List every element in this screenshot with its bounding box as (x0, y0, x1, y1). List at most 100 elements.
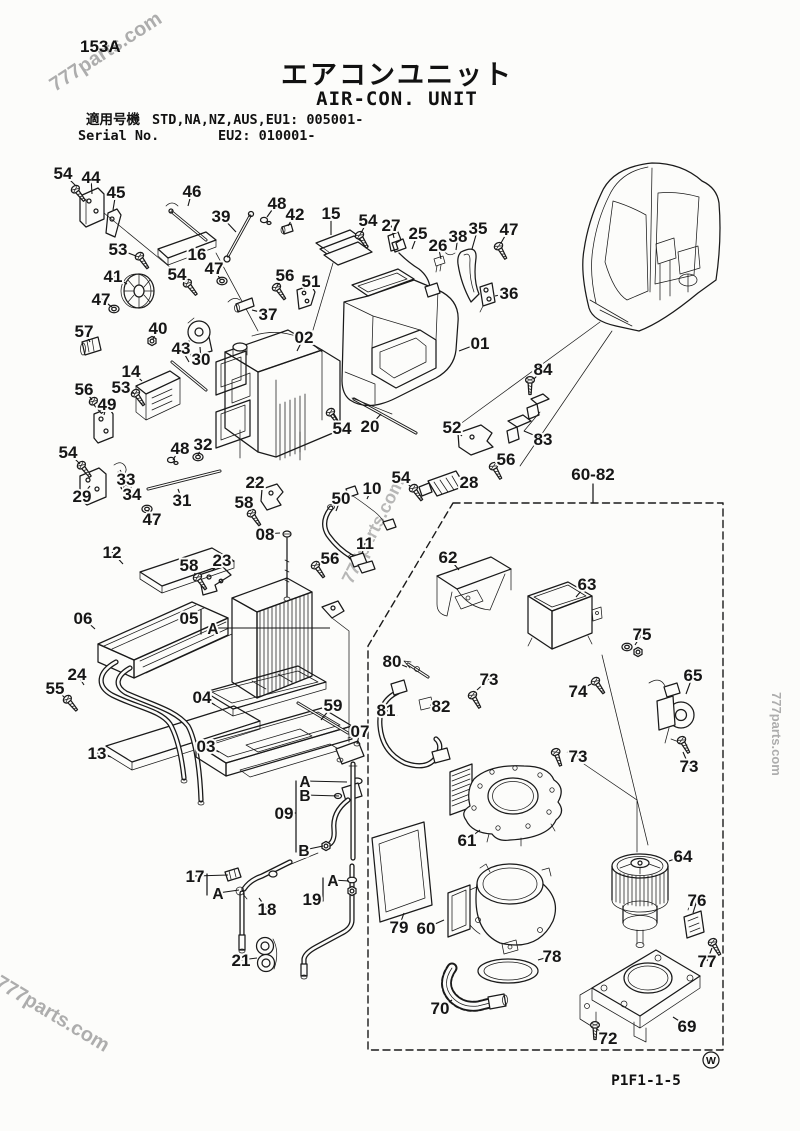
part-07-expansion-valve (335, 735, 365, 765)
part-label-12: 12 (103, 543, 122, 562)
part-label-63: 63 (578, 575, 597, 594)
part-49-plate (93, 407, 114, 444)
leader-line-80 (391, 660, 408, 668)
part-label-02: 02 (295, 328, 314, 347)
part-37-shaft (227, 297, 255, 313)
part-label-65: 65 (684, 666, 703, 685)
leader-line-54 (67, 451, 81, 465)
part-80-pin (403, 660, 430, 679)
part-70-drain-hose (441, 962, 508, 1012)
applicability-label-jp: 適用号機 (86, 111, 140, 128)
part-label-38: 38 (449, 227, 468, 246)
part-62-bracket (436, 556, 512, 617)
applicability-label-en: Serial No. (78, 128, 159, 144)
part-label-56: 56 (75, 380, 94, 399)
leader-line-48 (266, 202, 278, 218)
part-label-35: 35 (469, 219, 488, 238)
part-01-main-case (341, 268, 459, 415)
leader-line-70 (439, 999, 453, 1009)
part-label-39: 39 (212, 207, 231, 226)
leader-line-06 (82, 617, 96, 630)
leader-line-38 (455, 235, 459, 251)
part-06-heater-core (97, 601, 233, 806)
leader-line-47 (147, 510, 153, 520)
part-label-73: 73 (569, 747, 588, 766)
part-label-55: 55 (46, 679, 65, 698)
part-label-16: 16 (188, 245, 207, 264)
part-label-51: 51 (302, 272, 321, 291)
leader-line-82 (429, 704, 442, 707)
leader-line-41 (112, 275, 128, 285)
leader-line-78 (537, 955, 553, 961)
part-38-hook (442, 240, 456, 256)
part-label-47: 47 (143, 510, 162, 529)
part-label-13: 13 (88, 744, 107, 763)
part-label-10: 10 (363, 479, 382, 498)
leader-line-23 (211, 559, 223, 572)
leader-line-58 (188, 564, 197, 576)
part-label-45: 45 (107, 183, 126, 202)
leader-line-18 (258, 897, 268, 910)
part-label-41: 41 (104, 267, 123, 286)
part-label-72: 72 (599, 1029, 618, 1048)
publisher-mark: W (706, 1055, 716, 1067)
part-18-pipe (238, 859, 293, 954)
leader-line-B (304, 794, 340, 797)
leader-line-56 (318, 557, 331, 565)
part-28-resistor (418, 470, 466, 497)
part-48-fitting (259, 216, 272, 226)
leader-line-77 (706, 947, 713, 962)
leader-line-54 (360, 219, 369, 234)
leader-line-30 (199, 346, 202, 360)
part-label-15: 15 (322, 204, 341, 223)
part-label-26: 26 (429, 236, 448, 255)
leader-line-13 (96, 752, 112, 758)
part-60-scroll-housing (447, 863, 556, 955)
part-label-37: 37 (259, 305, 278, 324)
leader-line-54 (176, 273, 187, 283)
leader-line-45 (112, 191, 117, 211)
part-label-54: 54 (59, 443, 78, 462)
part-label-40: 40 (149, 319, 168, 338)
leader-line-B (303, 845, 324, 851)
leader-line-31 (177, 488, 183, 501)
leader-line-56 (496, 458, 507, 467)
part-10-harness (345, 485, 397, 531)
part-label-62: 62 (439, 548, 458, 567)
group-box-60-82 (367, 502, 724, 1051)
leader-line-20 (369, 413, 382, 427)
part-17-fitting (224, 867, 248, 900)
part-label-80: 80 (383, 652, 402, 671)
part-61-fan-support (449, 763, 563, 847)
part-41-fan (120, 273, 155, 309)
part-label-49: 49 (98, 395, 117, 414)
part-35-lever (457, 248, 480, 303)
watermark-777parts: 777parts.com 777parts.com 777parts.com 7… (0, 8, 784, 1057)
part-label-59: 59 (324, 696, 343, 715)
part-label-27: 27 (382, 216, 401, 235)
leader-line-39 (220, 215, 237, 233)
leader-line-56 (276, 274, 286, 287)
part-label-76: 76 (688, 891, 707, 910)
part-label-81: 81 (377, 701, 396, 720)
part-label-54: 54 (168, 265, 187, 284)
leader-line-25 (411, 232, 419, 250)
part-label-47: 47 (205, 259, 224, 278)
leader-line-28 (458, 481, 470, 490)
part-label-28: 28 (460, 473, 479, 492)
part-label-B: B (298, 843, 309, 860)
part-51-bracket (296, 284, 316, 310)
leader-line-48 (172, 447, 181, 461)
leader-line-49 (103, 403, 108, 416)
part-label-04: 04 (193, 688, 212, 707)
part-label-11: 11 (356, 534, 374, 553)
part-64-blower-motor (611, 853, 669, 948)
part-label-14: 14 (122, 362, 141, 381)
part-label-57: 57 (75, 322, 94, 341)
leader-line-A (217, 889, 240, 894)
leader-line-37 (251, 309, 269, 315)
leader-line-44 (90, 176, 93, 195)
svg-text:777parts.com: 777parts.com (0, 971, 113, 1056)
